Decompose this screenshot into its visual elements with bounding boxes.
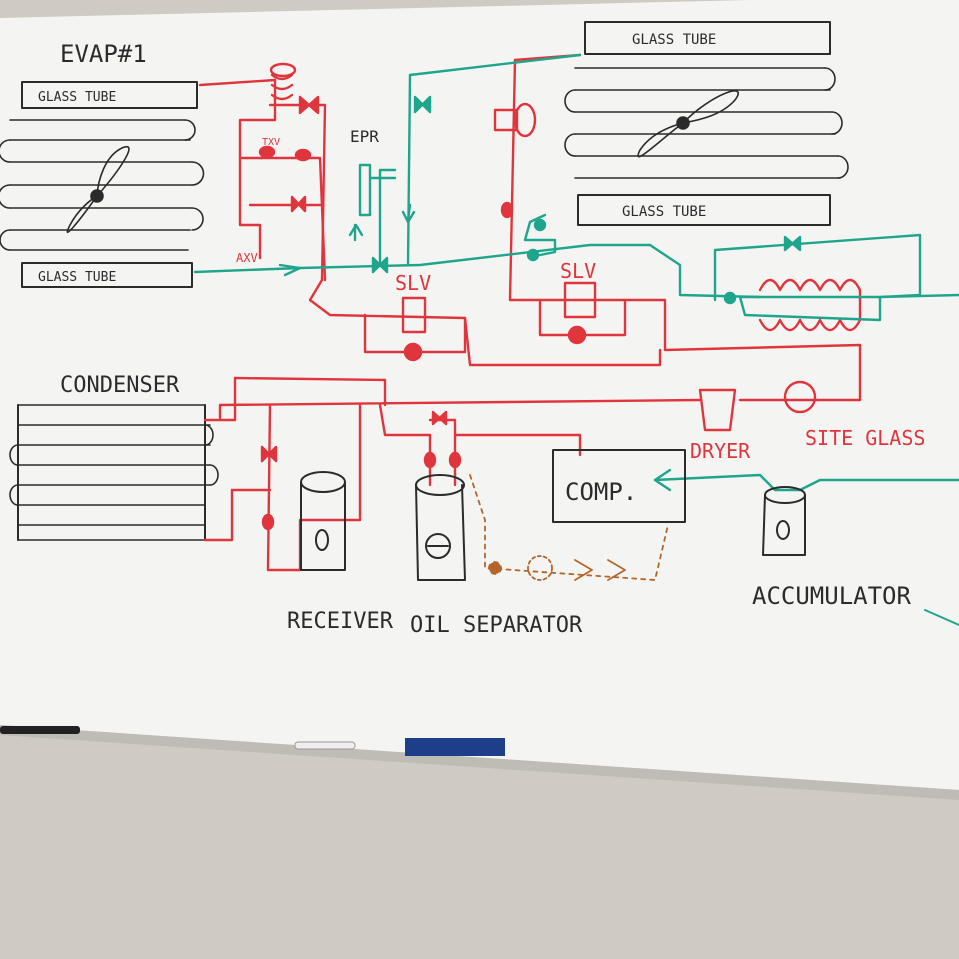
eraser [405,738,505,756]
axv-label: AXV [236,251,258,265]
comp-label: COMP. [565,478,637,506]
labels: EVAP#1 GLASS TUBE GLASS TUBE GLASS TUBE … [38,32,925,638]
valve-bowtie-icon [371,95,802,305]
dryer-label: DRYER [690,439,751,463]
accumulator-tank [762,486,806,556]
receiver-tank [300,471,346,571]
txv-label: TXV [262,137,280,148]
board-tray [0,725,959,800]
oil-return-line [469,474,669,581]
marker-black [0,726,80,734]
epr-label: EPR [350,127,379,146]
glass-tube-label-bottom-left: GLASS TUBE [38,270,116,285]
fan-icon [66,145,130,233]
condenser-label: CONDENSER [60,373,180,398]
site-glass-icon [783,380,817,414]
glass-tube-label-bottom-right: GLASS TUBE [622,204,706,220]
suction-lines [193,53,959,492]
slv-right-body [563,281,597,319]
ink-components [300,449,959,626]
condenser [9,404,219,541]
compressor-box [552,449,686,523]
heat-exchanger-coil [758,278,862,332]
oil-separator-label: OIL SEPARATOR [410,613,583,638]
evap-title: EVAP#1 [60,40,147,68]
slv-label-right: SLV [560,259,596,283]
glass-tube-top-left [21,81,198,109]
glass-tube-bottom-left [21,262,193,288]
liquid-lines [198,53,862,572]
glass-tube-top-right [584,21,831,55]
evaporator-left [0,81,205,288]
receiver-label: RECEIVER [287,609,394,634]
accumulator-label: ACCUMULATOR [752,582,911,610]
valve-box [493,108,519,132]
site-glass-label: SITE GLASS [805,426,925,450]
epr-icon [358,163,397,217]
glass-tube-label-top-right: GLASS TUBE [632,32,716,48]
slv-label-left: SLV [395,271,431,295]
marker-white [294,741,356,750]
oil-separator-tank [415,474,466,581]
glass-tube-bottom-right [577,194,831,226]
valve-bowtie-icon [258,95,587,531]
fan-icon [637,90,739,158]
evaporator-right [564,21,849,226]
slv-left-body [401,296,427,334]
dryer-icon [698,388,737,432]
txv-coil [269,62,297,101]
glass-tube-label-top-left: GLASS TUBE [38,90,116,105]
